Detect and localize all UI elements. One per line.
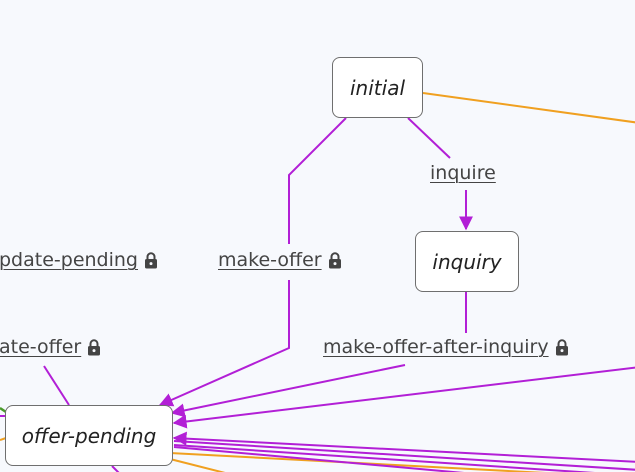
transition-make-offer[interactable]: make-offer <box>216 251 344 270</box>
edge-offer-pending-down <box>111 465 120 472</box>
transition-make-offer-label[interactable]: make-offer <box>218 249 322 271</box>
transition-inquire[interactable]: inquire <box>428 164 498 183</box>
transition-inquire-label[interactable]: inquire <box>430 162 496 184</box>
state-node-inquiry-label: inquiry <box>432 249 502 274</box>
state-node-inquiry[interactable]: inquiry <box>415 231 519 292</box>
transition-make-offer-after-inquiry[interactable]: make-offer-after-inquiry <box>321 338 571 357</box>
edge-initial-orange <box>422 92 635 124</box>
edge-right-to-offer-pending-1 <box>172 366 635 429</box>
state-node-offer-pending[interactable]: offer-pending <box>5 405 173 466</box>
edge-offer-pending-to-bottom-right <box>173 446 465 472</box>
edge-right-to-offer-pending-2 <box>172 431 635 463</box>
state-node-offer-pending-label: offer-pending <box>21 423 157 448</box>
edge-right-to-offer-pending-3 <box>173 440 635 471</box>
state-node-initial-label: initial <box>350 75 405 100</box>
edge-right-to-offer-pending-4 <box>173 444 595 472</box>
edge-offer-pending-orange-2 <box>169 458 226 472</box>
state-node-initial[interactable]: initial <box>332 57 423 118</box>
lock-icon <box>328 252 341 269</box>
lock-icon <box>145 252 157 269</box>
edge-initial-to-inquire <box>407 117 451 159</box>
transition-update-pending[interactable]: pdate-pending <box>0 251 160 270</box>
transition-make-offer-after-inquiry-label[interactable]: make-offer-after-inquiry <box>323 336 549 358</box>
transition-update-offer-label[interactable]: ate-offer <box>0 336 82 358</box>
edge-offer-pending-orange-1 <box>169 452 547 472</box>
transition-update-pending-label[interactable]: pdate-pending <box>0 249 138 271</box>
edge-initial-to-make-offer <box>288 117 347 244</box>
edge-make-offer-to-offer-pending <box>158 280 290 407</box>
lock-icon <box>88 339 101 356</box>
edge-update-offer-to-offer-pending <box>43 365 70 406</box>
edge-make-offer-after-inquiry-to-offer-pending <box>170 364 406 418</box>
transition-update-offer[interactable]: ate-offer <box>0 336 104 358</box>
lock-icon <box>555 339 568 356</box>
